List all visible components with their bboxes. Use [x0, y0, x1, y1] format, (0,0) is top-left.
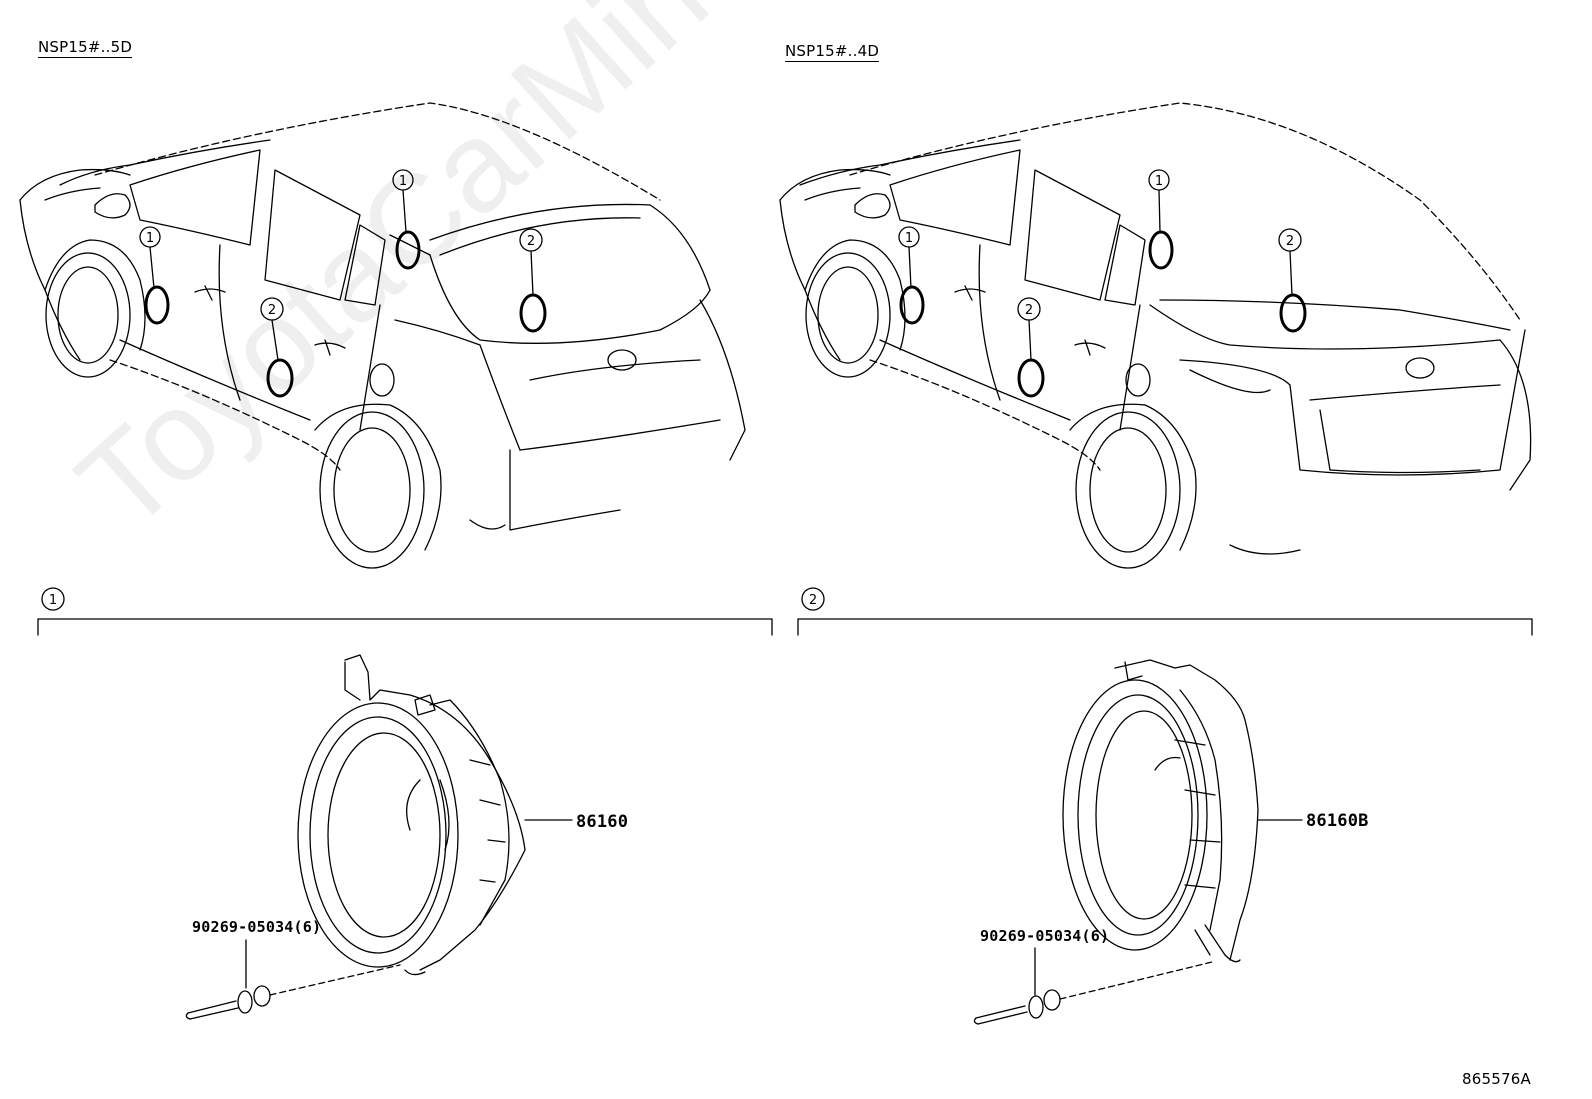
callout-1-label: 1 [905, 231, 913, 246]
part-number-86160[interactable]: 86160 [576, 812, 629, 832]
variant-label-4d: NSP15#..4D [785, 42, 880, 62]
callout-1-label: 1 [399, 174, 407, 189]
speaker-location-rings-left [144, 230, 547, 398]
section-1-bracket: 1 [37, 587, 773, 636]
hatchback-car-illustration [19, 102, 746, 569]
rivet-part-number-right[interactable]: 90269-05034(6) [980, 927, 1110, 945]
section-2-bracket: 2 [797, 587, 1533, 636]
rivet-part-number-left[interactable]: 90269-05034(6) [192, 918, 322, 936]
figure-code: 865576A [1462, 1070, 1531, 1088]
section-2-label: 2 [809, 593, 817, 608]
speaker-86160-illustration [297, 654, 573, 976]
speaker-86160b-illustration [1062, 659, 1303, 963]
callout-2-label: 2 [527, 234, 535, 249]
callouts-left-car: 1 1 2 2 [139, 169, 543, 361]
sedan-car-illustration [779, 102, 1532, 569]
callout-1-label: 1 [1155, 174, 1163, 189]
callout-2-label: 2 [1286, 234, 1294, 249]
callout-1-label: 1 [146, 231, 154, 246]
rivet-right-illustration [973, 947, 1213, 1025]
rivet-left-illustration [185, 939, 401, 1020]
callout-2-label: 2 [1025, 303, 1033, 318]
part-number-86160b[interactable]: 86160B [1306, 811, 1369, 831]
section-1-label: 1 [49, 593, 57, 608]
variant-label-5d: NSP15#..5D [38, 38, 133, 58]
callouts-right-car: 1 1 2 2 [898, 169, 1302, 361]
speaker-location-rings-right [899, 230, 1307, 398]
callout-2-label: 2 [268, 303, 276, 318]
